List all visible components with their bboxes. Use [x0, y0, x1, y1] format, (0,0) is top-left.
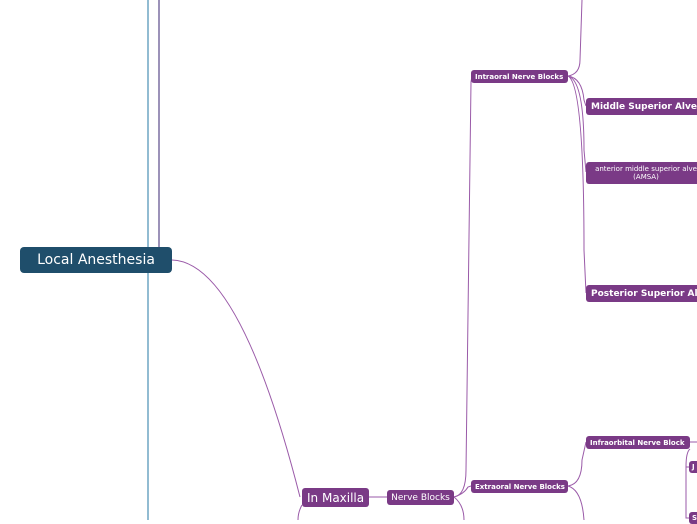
root-node[interactable]: Local Anesthesia	[20, 247, 172, 273]
node-intraoral-label: Intraoral Nerve Blocks	[475, 72, 564, 81]
node-partial-j-label: J	[692, 463, 695, 471]
node-posterior-superior-alveolar[interactable]: Posterior Superior Al	[586, 285, 697, 302]
node-psa-label: Posterior Superior Al	[591, 288, 697, 299]
node-in-maxilla[interactable]: In Maxilla	[302, 488, 369, 507]
node-middle-superior-alveolar[interactable]: Middle Superior Alveo	[586, 98, 697, 115]
node-msa-label: Middle Superior Alveo	[591, 101, 697, 112]
node-partial-s-label: S	[692, 514, 697, 522]
node-in-maxilla-label: In Maxilla	[307, 490, 365, 505]
link-ionb-j	[685, 448, 691, 468]
node-ionb-label: Infraorbital Nerve Block	[590, 438, 685, 447]
node-infraorbital-nerve-block[interactable]: Infraorbital Nerve Block	[586, 436, 690, 449]
link-ionb-s	[685, 467, 689, 519]
node-nerve-blocks[interactable]: Nerve Blocks	[387, 490, 454, 505]
root-node-label: Local Anesthesia	[37, 252, 155, 268]
link-nerveblocks-intraoral	[453, 75, 477, 498]
link-maxilla-down	[297, 504, 303, 520]
root-link-maxilla	[171, 259, 301, 498]
link-extraoral-down	[567, 485, 585, 520]
node-extraoral-nerve-blocks[interactable]: Extraoral Nerve Blocks	[471, 480, 568, 493]
link-nerveblocks-extraoral	[453, 485, 472, 498]
node-partial-s[interactable]: S	[689, 512, 697, 524]
node-extraoral-label: Extraoral Nerve Blocks	[475, 482, 565, 491]
link-intraoral-psa	[567, 75, 587, 294]
node-amsa-label: anterior middle superior alve (AMSA)	[595, 165, 697, 181]
link-nerveblocks-down	[453, 496, 465, 520]
link-intraoral-amsa	[567, 75, 587, 173]
node-nerve-blocks-label: Nerve Blocks	[391, 492, 450, 503]
node-intraoral-nerve-blocks[interactable]: Intraoral Nerve Blocks	[471, 70, 568, 83]
node-partial-j[interactable]: J	[689, 461, 697, 473]
node-amsa[interactable]: anterior middle superior alve (AMSA)	[586, 162, 697, 184]
link-intraoral-up	[567, 0, 583, 77]
link-extraoral-ionb	[567, 441, 587, 487]
